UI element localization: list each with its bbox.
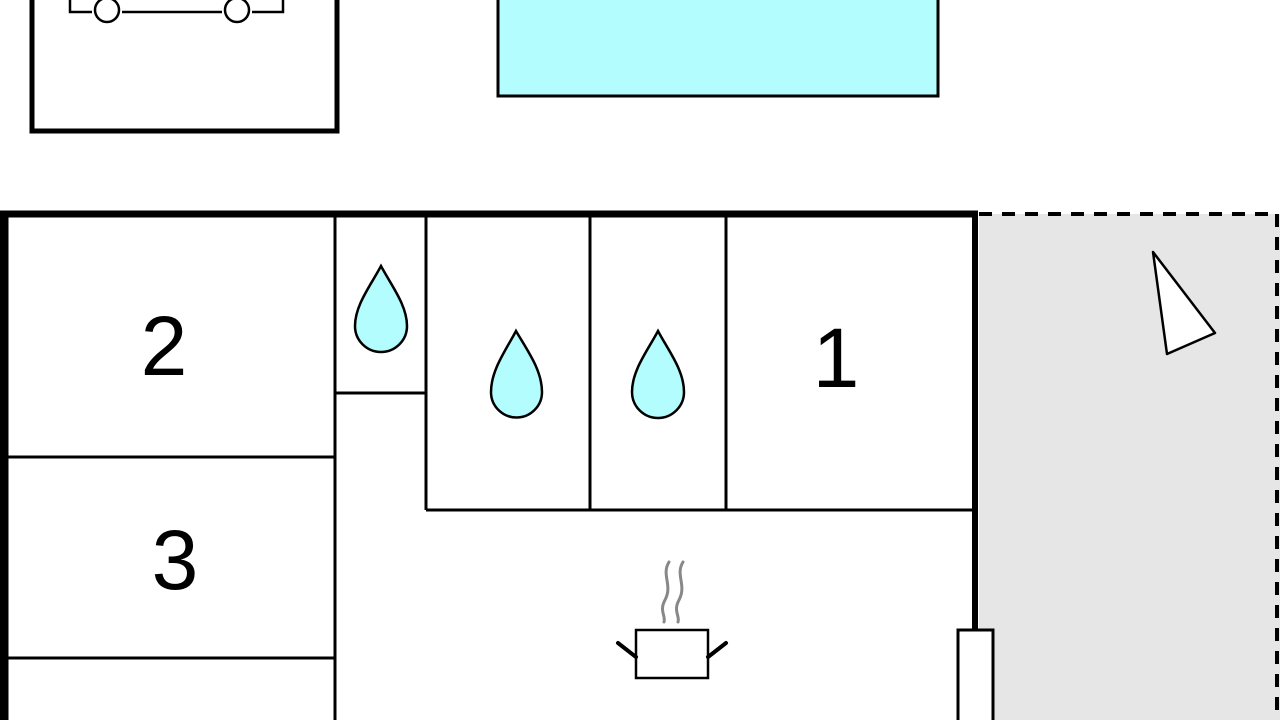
water-drop-icon xyxy=(353,263,409,354)
water-drop-icon xyxy=(630,328,686,420)
car-icon xyxy=(68,0,285,24)
compass-north-arrow-icon xyxy=(1151,250,1217,356)
room-label-1: 1 xyxy=(813,311,860,405)
garage xyxy=(29,0,340,134)
house-walls xyxy=(0,210,978,720)
cooking-pot-icon xyxy=(616,560,728,680)
terrace xyxy=(979,212,1280,720)
swimming-pool xyxy=(496,0,940,98)
room-label-3: 3 xyxy=(152,513,199,607)
water-drop-icon xyxy=(489,328,544,419)
wall-cabinet xyxy=(956,628,995,720)
room-label-2: 2 xyxy=(141,299,188,393)
